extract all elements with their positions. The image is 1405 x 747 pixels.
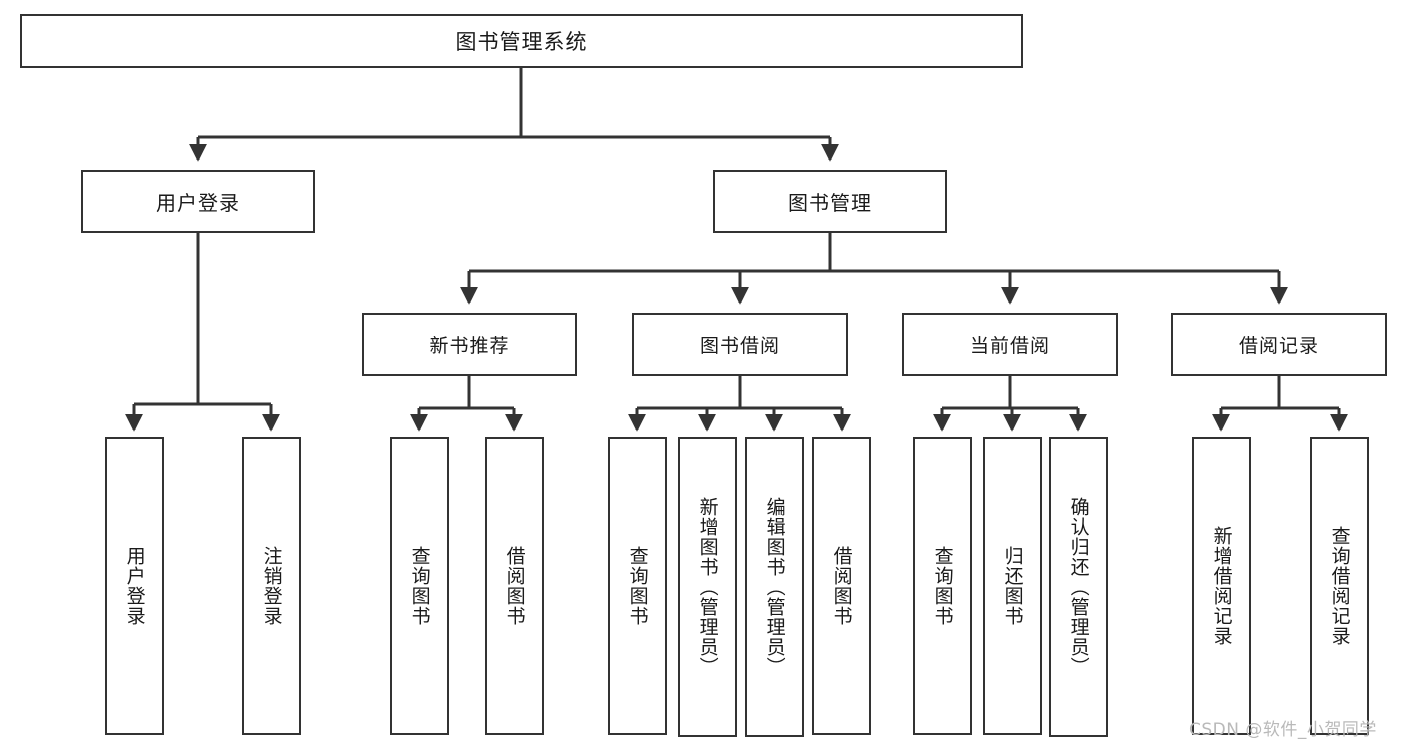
node-leaf-borrow-book-1[interactable]: 借阅图书 — [485, 437, 544, 735]
node-leaf-confirm-return[interactable]: 确认归还（管理员） — [1049, 437, 1108, 737]
node-leaf-user-login[interactable]: 用户登录 — [105, 437, 164, 735]
node-leaf-add-record-label: 新增借阅记录 — [1210, 526, 1233, 646]
node-user-login-label: 用户登录 — [156, 191, 240, 215]
node-leaf-query-book-2-label: 查询图书 — [626, 546, 649, 626]
node-leaf-add-book-label: 新增图书（管理员） — [696, 497, 719, 677]
node-leaf-edit-book-label: 编辑图书（管理员） — [763, 497, 786, 677]
node-current-borrow[interactable]: 当前借阅 — [902, 313, 1118, 376]
node-leaf-return-book-label: 归还图书 — [1001, 546, 1024, 626]
node-leaf-edit-book[interactable]: 编辑图书（管理员） — [745, 437, 804, 737]
node-book-management[interactable]: 图书管理 — [713, 170, 947, 233]
node-leaf-query-book-1-label: 查询图书 — [408, 546, 431, 626]
node-book-management-label: 图书管理 — [788, 191, 872, 215]
node-leaf-query-record-label: 查询借阅记录 — [1328, 526, 1351, 646]
node-leaf-query-book-3-label: 查询图书 — [931, 546, 954, 626]
node-borrow-record[interactable]: 借阅记录 — [1171, 313, 1387, 376]
node-leaf-borrow-book-2-label: 借阅图书 — [830, 546, 853, 626]
node-new-book-recommend[interactable]: 新书推荐 — [362, 313, 577, 376]
node-new-book-recommend-label: 新书推荐 — [429, 335, 510, 357]
node-book-borrow[interactable]: 图书借阅 — [632, 313, 848, 376]
node-leaf-add-record[interactable]: 新增借阅记录 — [1192, 437, 1251, 735]
node-current-borrow-label: 当前借阅 — [969, 335, 1050, 357]
node-root[interactable]: 图书管理系统 — [20, 14, 1023, 68]
node-leaf-return-book[interactable]: 归还图书 — [983, 437, 1042, 735]
node-leaf-logout-label: 注销登录 — [260, 546, 283, 626]
node-book-borrow-label: 图书借阅 — [699, 335, 780, 357]
node-root-label: 图书管理系统 — [455, 30, 588, 54]
node-leaf-confirm-return-label: 确认归还（管理员） — [1067, 497, 1090, 677]
node-leaf-query-book-1[interactable]: 查询图书 — [390, 437, 449, 735]
node-leaf-user-login-label: 用户登录 — [123, 546, 146, 626]
watermark: CSDN @软件_小贺同学 — [1189, 720, 1377, 740]
node-leaf-borrow-book-2[interactable]: 借阅图书 — [812, 437, 871, 735]
node-borrow-record-label: 借阅记录 — [1238, 335, 1319, 357]
node-leaf-query-book-3[interactable]: 查询图书 — [913, 437, 972, 735]
node-leaf-logout[interactable]: 注销登录 — [242, 437, 301, 735]
node-leaf-query-book-2[interactable]: 查询图书 — [608, 437, 667, 735]
node-leaf-add-book[interactable]: 新增图书（管理员） — [678, 437, 737, 737]
node-leaf-query-record[interactable]: 查询借阅记录 — [1310, 437, 1369, 735]
node-user-login[interactable]: 用户登录 — [81, 170, 315, 233]
node-leaf-borrow-book-1-label: 借阅图书 — [503, 546, 526, 626]
